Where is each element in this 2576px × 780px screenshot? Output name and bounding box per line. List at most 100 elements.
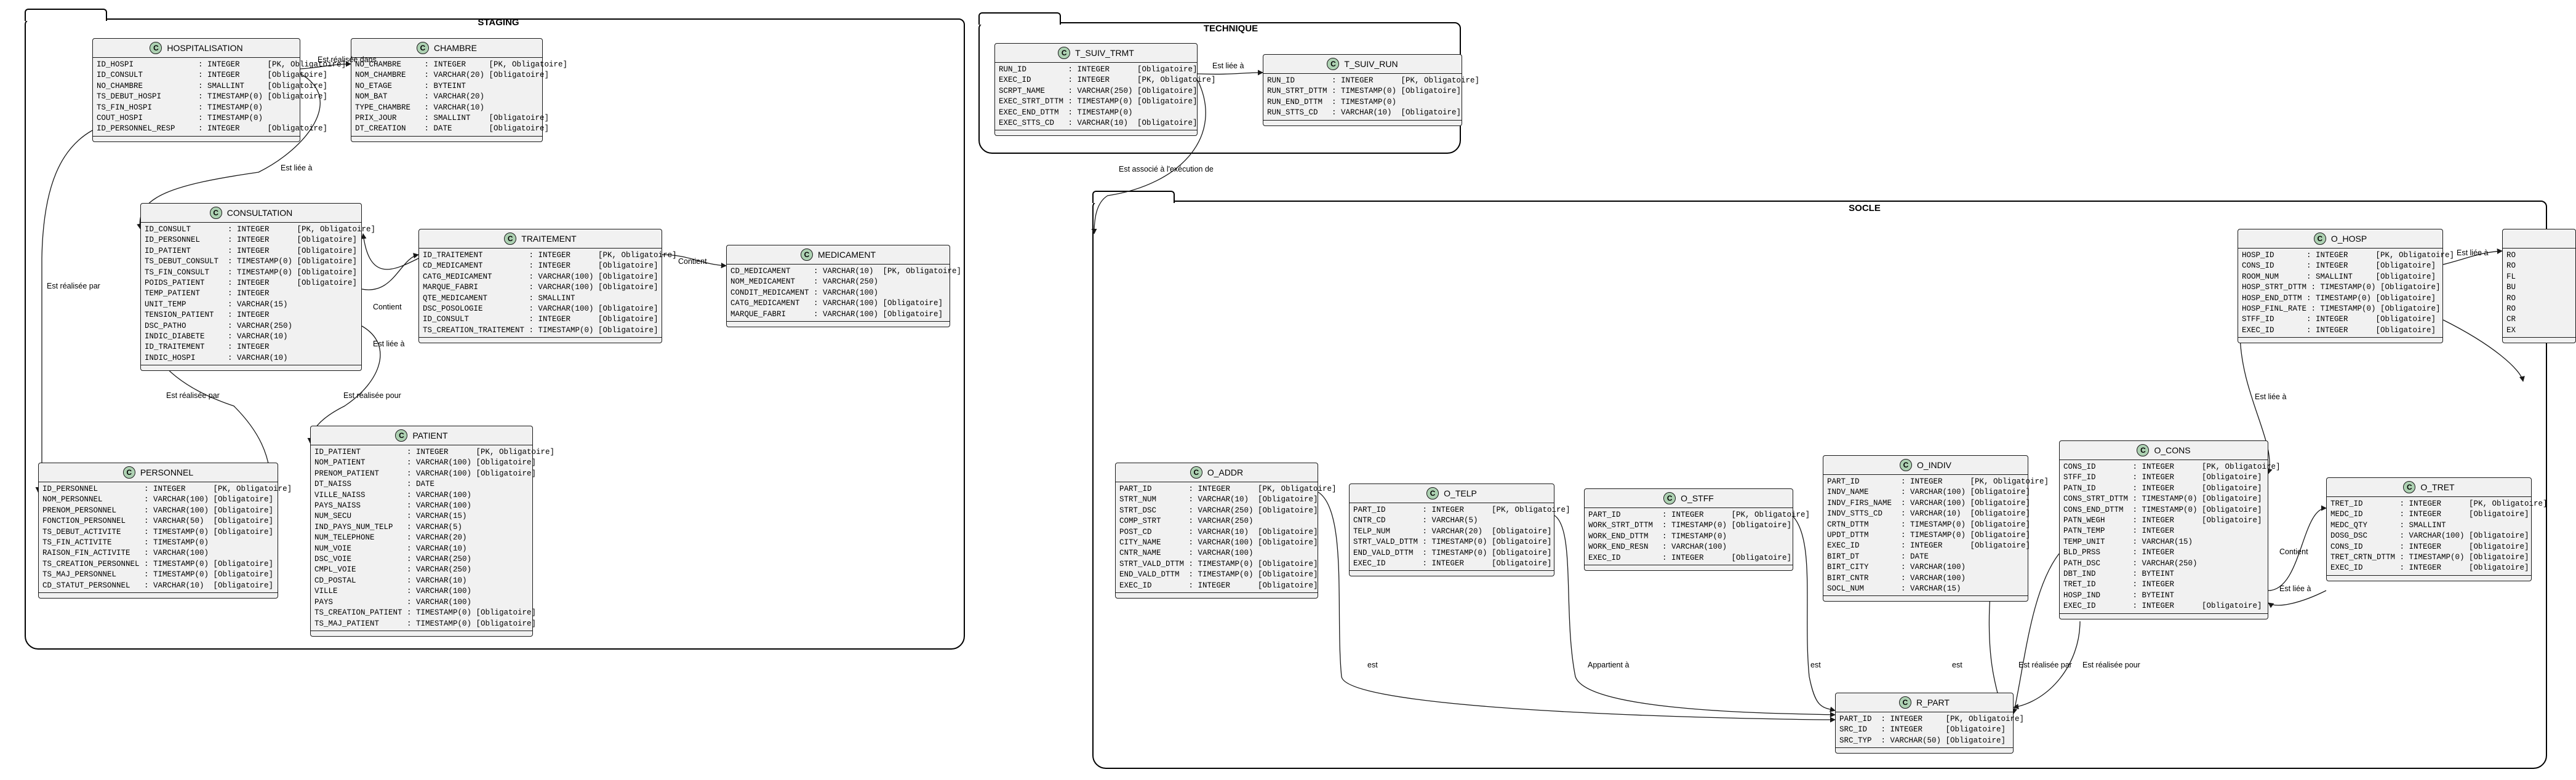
class-icon: C	[1899, 459, 1912, 471]
attribute-row: HOSP_END_DTTM : TIMESTAMP(0) [Obligatoir…	[2242, 293, 2436, 303]
package-socle-tab	[1092, 191, 1175, 203]
attribute-list: ID_HOSPI : INTEGER [PK, Obligatoire]ID_C…	[93, 58, 346, 136]
attribute-row: TS_MAJ_PERSONNEL : TIMESTAMP(0) [Obligat…	[42, 570, 274, 579]
entity-name: TRAITEMENT	[521, 234, 577, 244]
attribute-list: RUN_ID : INTEGER [Obligatoire]EXEC_ID : …	[995, 63, 1216, 130]
entity-methods-compartment	[727, 321, 950, 327]
attribute-row: EXEC_STRT_DTTM : TIMESTAMP(0) [Obligatoi…	[999, 97, 1198, 106]
attribute-row: RAISON_FIN_ACTIVITE : VARCHAR(100)	[42, 549, 209, 558]
attribute-row: POIDS_PATIENT : INTEGER [Obligatoire]	[145, 279, 358, 288]
entity-methods-compartment	[141, 365, 361, 370]
attribute-row: PAYS_NAISS : VARCHAR(100)	[314, 501, 472, 511]
rel-label-technique-socle: Est associé à l'exécution de	[1119, 165, 1214, 173]
attribute-row: CRTN_DTTM : TIMESTAMP(0) [Obligatoire]	[1827, 520, 2031, 529]
attribute-row: ID_PATIENT : INTEGER [Obligatoire]	[145, 246, 358, 255]
attribute-row: TS_CREATION_TRAITEMENT : TIMESTAMP(0) [O…	[423, 325, 658, 335]
attribute-row: EXEC_ID : INTEGER [Obligatoire]	[2063, 602, 2262, 611]
attribute-row: VILLE : VARCHAR(100)	[314, 587, 472, 596]
attribute-row: EXEC_ID : INTEGER [Obligatoire]	[1119, 581, 1318, 590]
attribute-row: CATG_MEDICAMENT : VARCHAR(100) [Obligato…	[730, 299, 943, 308]
attribute-row: MARQUE_FABRI : VARCHAR(100) [Obligatoire…	[730, 309, 943, 319]
attribute-row: NOM_PATIENT : VARCHAR(100) [Obligatoire]	[314, 458, 537, 468]
attribute-row: DOSG_DSC : VARCHAR(100) [Obligatoire]	[2330, 531, 2529, 541]
attribute-row: CONDIT_MEDICAMENT : VARCHAR(100)	[730, 288, 879, 297]
attribute-row: SOCL_NUM : VARCHAR(15)	[1827, 584, 1961, 594]
attribute-row: TYPE_CHAMBRE : VARCHAR(10)	[355, 103, 485, 112]
attribute-list: NO_CHAMBRE : INTEGER [PK, Obligatoire] NO…	[351, 58, 568, 136]
attribute-row: BIRT_CITY : VARCHAR(100)	[1827, 563, 1966, 572]
attribute-list: PART_ID : INTEGER [PK, Obligatoire]CNTR_…	[1350, 503, 1570, 570]
attribute-row: HOSP_IND : BYTEINT	[2063, 591, 2175, 600]
attribute-row: PATN_ID : INTEGER [Obligatoire]	[2063, 484, 2262, 493]
attribute-row: TRET_CRTN_DTTM : TIMESTAMP(0) [Obligatoi…	[2330, 553, 2529, 562]
entity-methods-compartment	[2327, 575, 2531, 581]
attribute-row: END_VALD_DTTM : TIMESTAMP(0) [Obligatoir…	[1119, 570, 1318, 579]
attribute-row: FONCTION_PERSONNEL : VARCHAR(50) [Obliga…	[42, 517, 274, 526]
attribute-row: NOM_MEDICAMENT : VARCHAR(250)	[730, 277, 879, 287]
attribute-row: WORK_END_RESN : VARCHAR(100)	[1588, 543, 1727, 552]
entity-name: O_TRET	[2420, 482, 2455, 492]
attribute-row: CONS_ID : INTEGER [PK, Obligatoire]	[2063, 463, 2281, 471]
rel-label-addr-part: est	[1367, 661, 1378, 669]
attribute-row: DT_NAISS : DATE	[314, 480, 435, 489]
attribute-list: HOSP_ID : INTEGER [PK, Obligatoire]CONS_…	[2238, 249, 2454, 337]
attribute-row: NO_CHAMBRE : INTEGER [PK, Obligatoire]	[355, 60, 568, 69]
attribute-row: CMPL_VOIE : VARCHAR(250)	[314, 565, 472, 575]
attribute-row: TS_FIN_HOSPI : TIMESTAMP(0)	[97, 103, 263, 112]
attribute-row: PART_ID : INTEGER [PK, Obligatoire]	[1839, 715, 2025, 723]
entity-methods-compartment	[39, 592, 278, 598]
entity-name: O_CONS	[2154, 445, 2191, 455]
entity-methods-compartment	[1116, 592, 1318, 598]
rel-label-traitement-medicament: Contient	[678, 257, 707, 266]
attribute-row: NO_ETAGE : BYTEINT	[355, 81, 466, 90]
attribute-row: ID_TRAITEMENT : INTEGER [PK, Obligatoire…	[423, 251, 677, 260]
attribute-row: MEDC_QTY : SMALLINT	[2330, 520, 2446, 530]
attribute-row: EXEC_ID : INTEGER [Obligatoire]	[1353, 559, 1552, 568]
attribute-row: EXEC_ID : INTEGER [PK, Obligatoire]	[999, 76, 1216, 85]
attribute-row: RUN_STTS_CD : VARCHAR(10) [Obligatoire]	[1267, 108, 1462, 117]
attribute-row: CONS_STRT_DTTM : TIMESTAMP(0) [Obligatoi…	[2063, 495, 2262, 504]
attribute-row: UNIT_TEMP : VARCHAR(15)	[145, 300, 288, 309]
attribute-row: INDIC_DIABETE : VARCHAR(10)	[145, 332, 288, 341]
attribute-row: PART_ID : INTEGER [PK, Obligatoire]	[1119, 485, 1337, 493]
rel-label-indiv-part: est	[1952, 661, 1962, 669]
entity-traitement[interactable]: C TRAITEMENT ID_TRAITEMENT : INTEGER [PK, …	[418, 229, 677, 344]
entity-methods-compartment	[2238, 337, 2442, 343]
attribute-list: PART_ID : INTEGER [PK, Obligatoire]WORK_…	[1585, 508, 1810, 565]
attribute-row: MEDC_ID : INTEGER [Obligatoire]	[2330, 510, 2529, 519]
entity-methods-compartment	[1585, 565, 1793, 570]
attribute-row: INDV_NAME : VARCHAR(100) [Obligatoire]	[1827, 488, 2031, 497]
attribute-row: BU	[2506, 283, 2516, 292]
package-technique-title: TECHNIQUE	[1203, 23, 1258, 34]
attribute-row: CONS_END_DTTM : TIMESTAMP(0) [Obligatoir…	[2063, 505, 2262, 514]
attribute-row: STRT_VALD_DTTM : TIMESTAMP(0) [Obligatoi…	[1353, 538, 1552, 547]
entity-name: O_TELP	[1444, 488, 1477, 498]
attribute-row: STRT_NUM : VARCHAR(10) [Obligatoire]	[1119, 495, 1318, 504]
attribute-row: NOM_PERSONNEL : VARCHAR(100) [Obligatoir…	[42, 495, 274, 504]
attribute-row: NUM_TELEPHONE : VARCHAR(20)	[314, 533, 467, 543]
class-icon: C	[504, 233, 517, 245]
attribute-row: BIRT_DT : DATE	[1827, 552, 1929, 561]
attribute-list: PART_ID : INTEGER [PK, Obligatoire]SRC_I…	[1836, 712, 2025, 747]
attribute-row: QTE_MEDICAMENT : SMALLINT	[423, 293, 575, 303]
